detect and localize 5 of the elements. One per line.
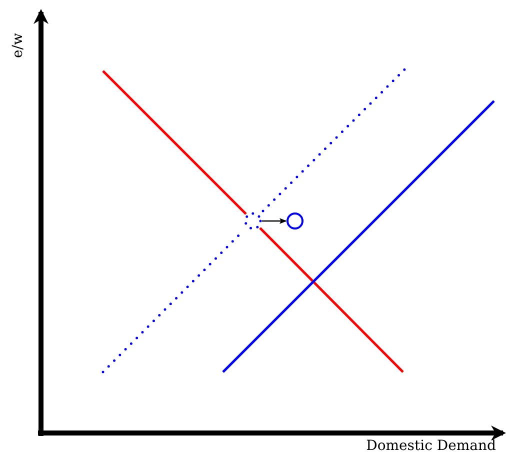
- dotted-circle: [244, 212, 262, 230]
- arrow: [262, 218, 287, 224]
- equilibrium-circle: [286, 212, 304, 230]
- x-axis-label: Domestic Demand: [366, 438, 496, 454]
- y-axis-label: e/w: [10, 33, 26, 58]
